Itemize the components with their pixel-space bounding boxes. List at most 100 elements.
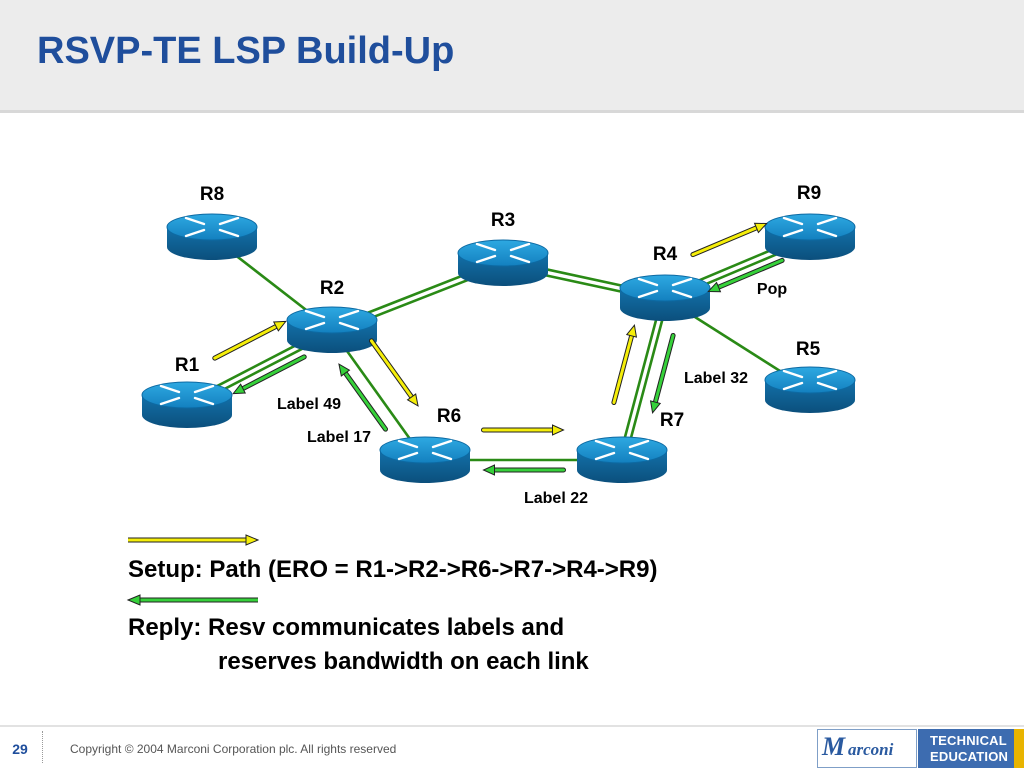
logo-wordmark: arconi	[848, 740, 894, 759]
arrow-shaft	[717, 258, 784, 289]
router-icon	[184, 216, 240, 238]
legend-path-arrow	[128, 534, 260, 546]
router-icon	[782, 216, 838, 238]
arrow-head	[552, 424, 565, 436]
arrow-head	[338, 363, 351, 377]
router-top	[619, 274, 711, 302]
path-arrow-R4-R9	[690, 222, 768, 258]
router-top	[764, 213, 856, 241]
router-arrow-stroke	[159, 396, 181, 406]
legend-arrow-head	[126, 594, 141, 606]
label-annotation-pop: Pop	[757, 281, 787, 298]
router-arrow-stroke	[218, 216, 240, 226]
router-icon	[594, 439, 650, 461]
arrow-shaft	[343, 371, 388, 431]
technical-education-badge: TECHNICAL EDUCATION	[918, 729, 1014, 768]
badge-line-2: EDUCATION	[930, 749, 1009, 764]
arrow-head	[707, 281, 722, 293]
router-arrow-stroke	[509, 242, 531, 252]
footer: 29 Copyright © 2004 Marconi Corporation …	[0, 725, 1024, 770]
router-arrow-stroke	[628, 451, 650, 461]
router-arrow-stroke	[304, 321, 326, 331]
router-arrow-stroke	[184, 216, 206, 226]
slide-title: RSVP-TE LSP Build-Up	[37, 30, 455, 72]
router-arrow-stroke	[782, 369, 804, 379]
label-annotation-label-22: Label 22	[524, 490, 588, 507]
resv-arrow-R4-R7	[649, 332, 676, 414]
resv-arrow-R9-R4	[707, 257, 785, 293]
router-arrow-stroke	[304, 309, 326, 319]
link-R7-R4-0	[617, 296, 664, 460]
router-label-r3: R3	[491, 210, 515, 231]
router-arrow-stroke	[193, 384, 215, 394]
copyright-text: Copyright © 2004 Marconi Corporation plc…	[70, 742, 397, 756]
router-label-r1: R1	[175, 355, 200, 376]
router-arrow-stroke	[671, 277, 693, 287]
router-arrow-stroke	[338, 309, 360, 319]
router-r9: R9	[764, 183, 856, 260]
router-top	[166, 213, 258, 241]
router-r8: R8	[166, 184, 258, 260]
arrow-shaft	[213, 324, 278, 360]
router-label-r4: R4	[653, 244, 678, 265]
router-label-r9: R9	[797, 183, 821, 204]
router-icon	[782, 369, 838, 391]
router-arrow-stroke	[816, 216, 838, 226]
arrow-head	[649, 400, 662, 414]
router-r3: R3	[457, 210, 549, 286]
router-arrow-stroke	[594, 439, 616, 449]
router-top	[379, 436, 471, 464]
resv-arrow-R6-R2	[338, 363, 389, 432]
legend-reply-text-2: reserves bandwidth on each link	[218, 648, 589, 675]
router-label-r8: R8	[200, 184, 224, 205]
router-icon	[304, 309, 360, 331]
router-top	[576, 436, 668, 464]
router-label-r6: R6	[437, 406, 461, 427]
gold-strip	[1014, 729, 1024, 768]
marconi-logo: M arconi	[817, 729, 917, 768]
link-R7-R4-1	[623, 298, 670, 462]
router-arrow-stroke	[782, 381, 804, 391]
router-arrow-stroke	[397, 439, 419, 449]
arrow-shaft	[653, 333, 675, 404]
router-icon	[637, 277, 693, 299]
resv-arrow-R7-R6	[482, 464, 566, 476]
router-arrow-stroke	[628, 439, 650, 449]
router-r1: R1	[141, 355, 233, 428]
router-label-r2: R2	[320, 278, 344, 299]
router-arrow-stroke	[193, 396, 215, 406]
label-annotation-label-32: Label 32	[684, 370, 748, 387]
router-r5: R5	[764, 339, 856, 413]
arrow-head	[482, 464, 495, 476]
logo-mark: M	[822, 732, 846, 761]
arrow-shaft	[241, 355, 306, 391]
label-annotation-label-49: Label 49	[277, 396, 341, 413]
router-top	[286, 306, 378, 334]
arrow-shaft	[691, 226, 758, 257]
router-icon	[159, 384, 215, 406]
router-icon	[397, 439, 453, 461]
router-arrow-stroke	[671, 289, 693, 299]
arrow-shaft	[612, 334, 634, 405]
router-label-r7: R7	[660, 410, 684, 431]
router-arrow-stroke	[431, 439, 453, 449]
router-top	[764, 366, 856, 394]
resv-arrow-R2-R1	[232, 354, 307, 395]
router-arrow-stroke	[475, 242, 497, 252]
router-icon	[475, 242, 531, 264]
router-r7: R7	[576, 410, 684, 483]
router-arrow-stroke	[338, 321, 360, 331]
title-bar: RSVP-TE LSP Build-Up	[0, 0, 1024, 113]
legend-resv-arrow	[126, 594, 258, 606]
arrow-head	[232, 383, 247, 395]
arrow-head	[625, 324, 638, 338]
router-r4: R4	[619, 244, 711, 321]
arrow-head	[753, 222, 768, 234]
router-arrow-stroke	[218, 228, 240, 238]
path-arrow-R6-R7	[481, 424, 565, 436]
router-arrow-stroke	[475, 254, 497, 264]
legend-layer	[126, 534, 260, 606]
